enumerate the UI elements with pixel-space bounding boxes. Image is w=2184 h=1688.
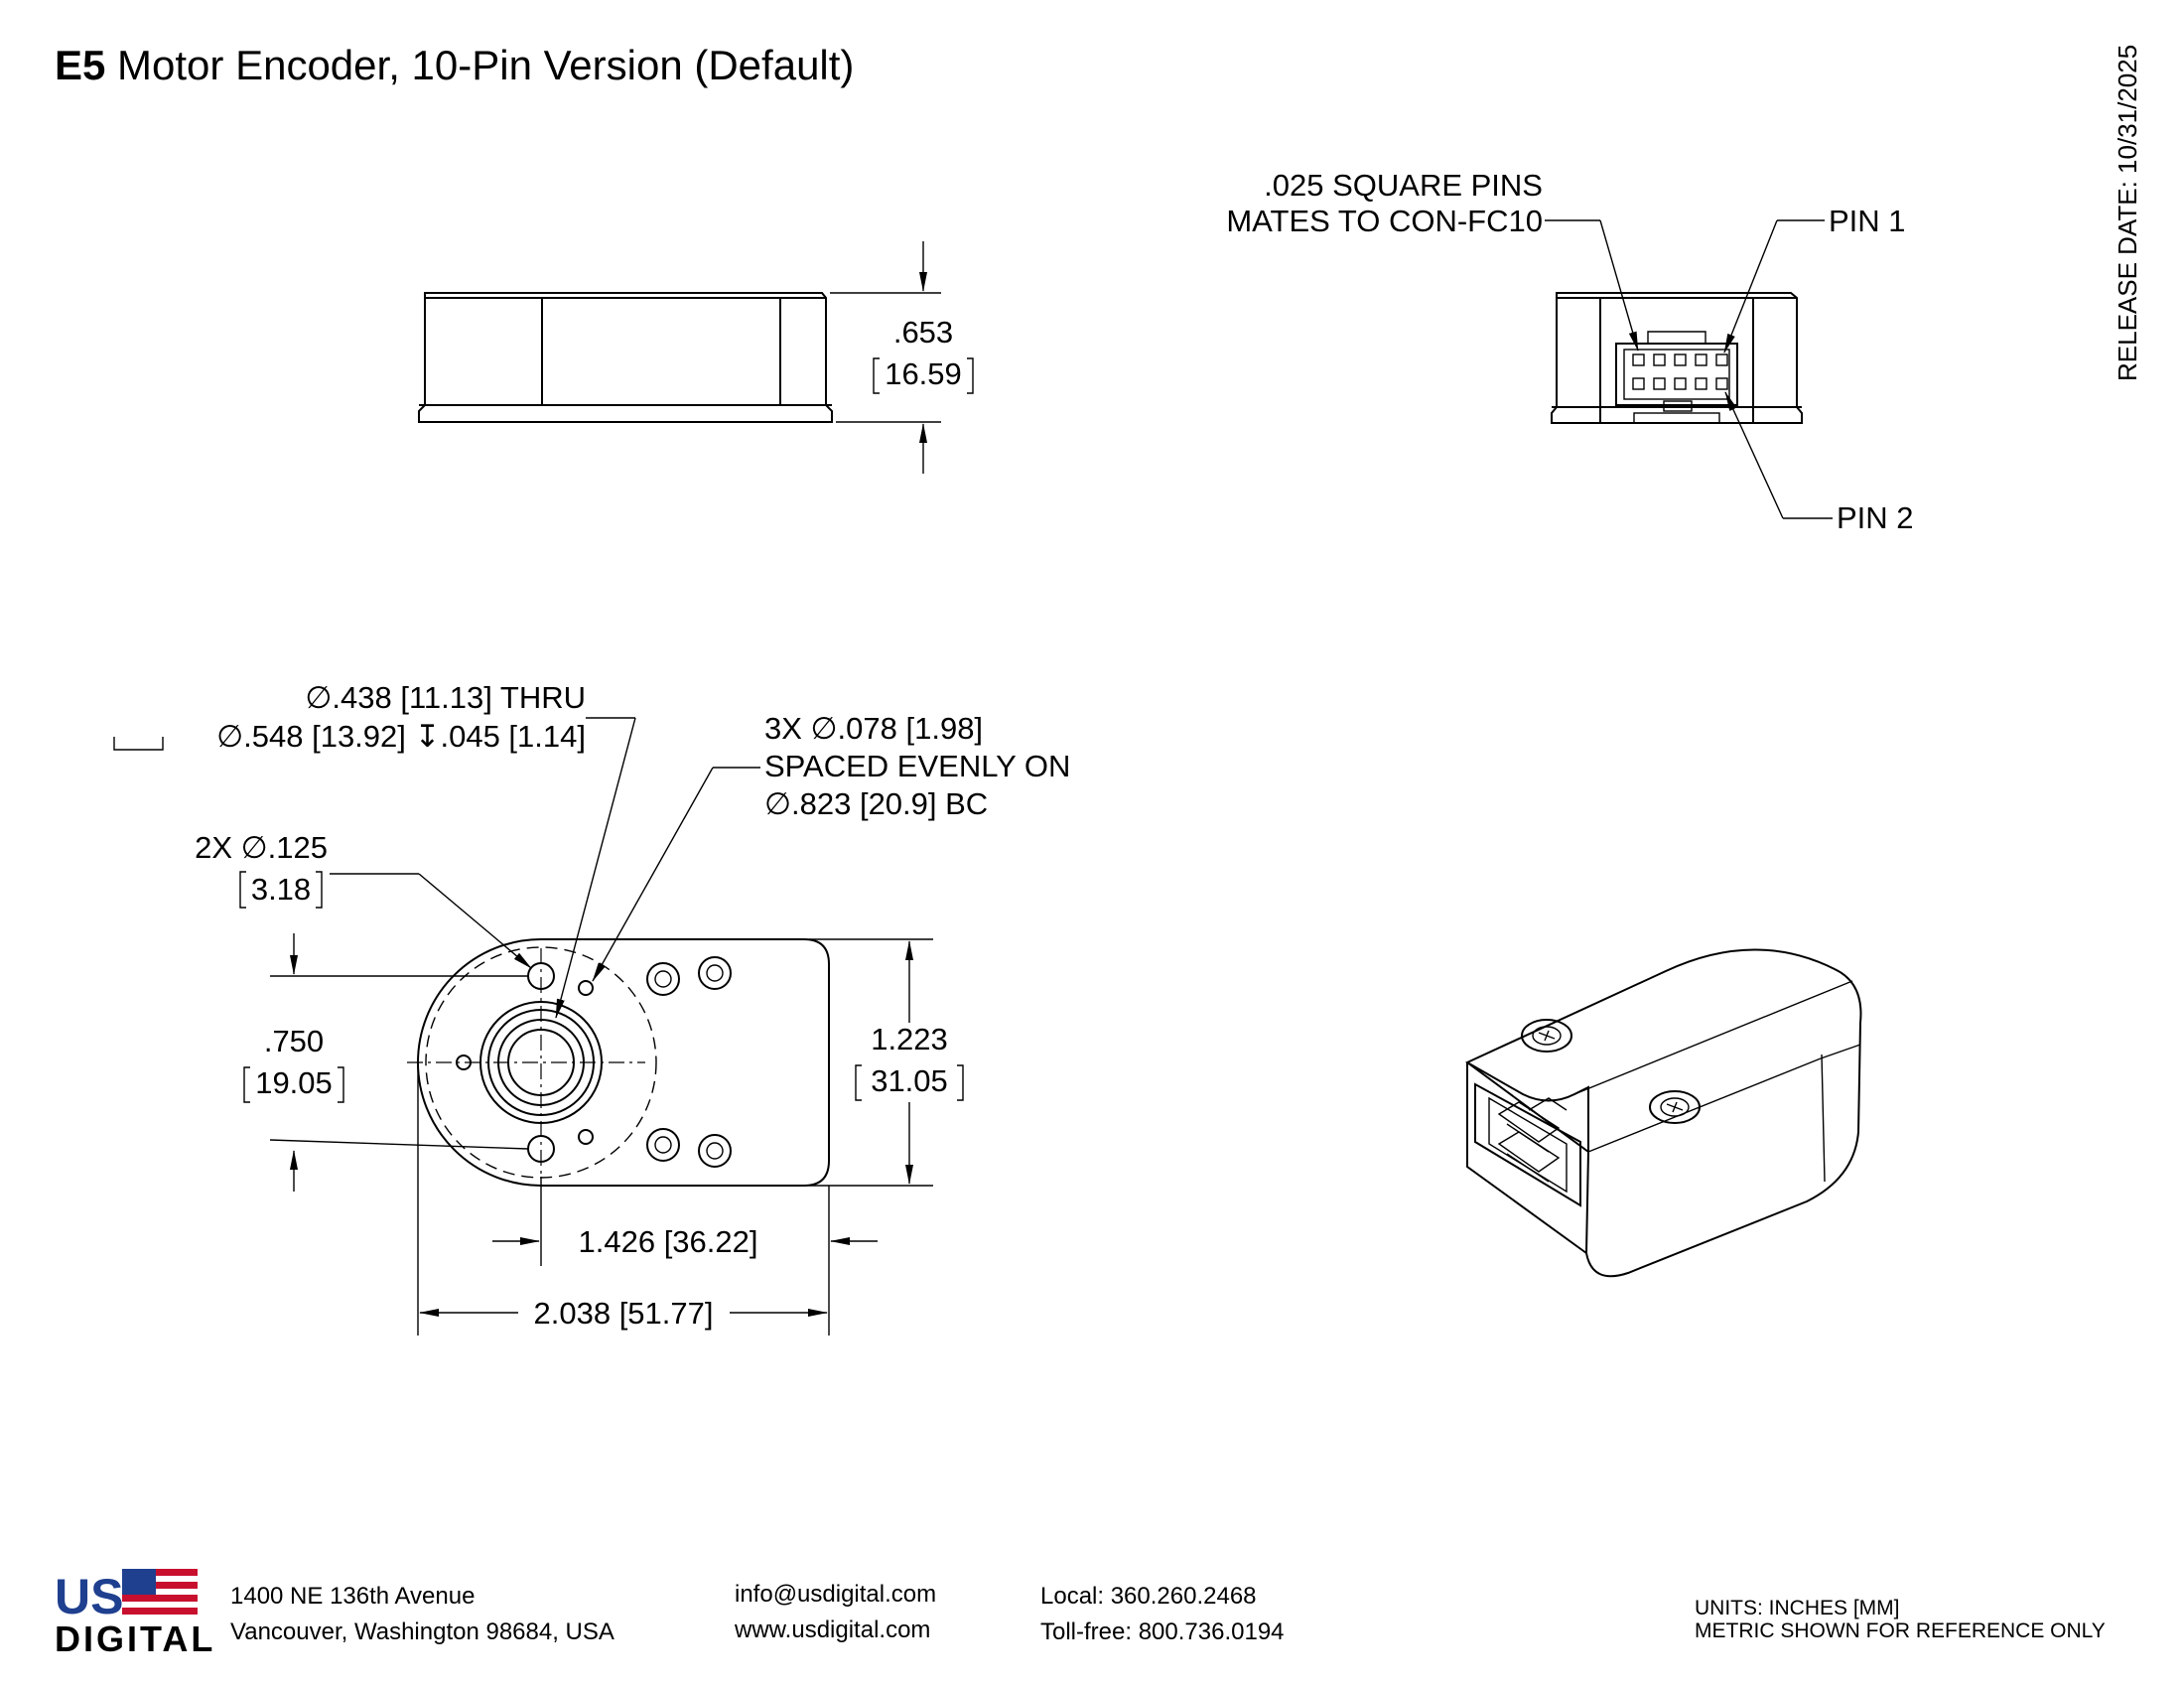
bore-callout-line1: ∅.438 [11.13] THRU bbox=[305, 680, 586, 715]
mount-holes-callout-line1: 2X ∅.125 bbox=[195, 830, 328, 865]
holes-callout-line1: 3X ∅.078 [1.98] bbox=[764, 711, 983, 746]
side-height-mm: 16.59 bbox=[885, 356, 962, 391]
pin2-label: PIN 2 bbox=[1837, 500, 1914, 535]
mount-holes-callout-line2: 3.18 bbox=[251, 872, 311, 907]
offset-dimension: 1.426 [36.22] bbox=[579, 1224, 758, 1259]
phone-tollfree: Toll-free: 800.736.0194 bbox=[1040, 1618, 1285, 1645]
units-line1: UNITS: INCHES [MM] bbox=[1695, 1597, 1900, 1619]
release-date: RELEASE DATE: 10/31/2025 bbox=[2113, 45, 2142, 381]
pins-note-line2: MATES TO CON-FC10 bbox=[1226, 204, 1543, 238]
isometric-view bbox=[1465, 948, 1862, 1278]
email-link[interactable]: info@usdigital.com bbox=[735, 1581, 937, 1608]
length-dimension: 2.038 [51.77] bbox=[534, 1296, 714, 1331]
pin-grid bbox=[1632, 353, 1728, 390]
footer-units: UNITS: INCHES [MM] METRIC SHOWN FOR REFE… bbox=[1695, 1597, 2106, 1642]
us-digital-logo: US DIGITAL bbox=[55, 1569, 215, 1659]
connector-end-view: .025 SQUARE PINS MATES TO CON-FC10 PIN 1… bbox=[1226, 168, 1913, 535]
top-view: ∅.438 [11.13] THRU ∅.548 [13.92] ↧.045 [… bbox=[113, 680, 1070, 1336]
flag-icon bbox=[122, 1569, 198, 1617]
model-name: E5 bbox=[55, 42, 106, 88]
page-title: E5 Motor Encoder, 10-Pin Version (Defaul… bbox=[55, 42, 854, 89]
website-link[interactable]: www.usdigital.com bbox=[735, 1617, 931, 1643]
shaft-bore bbox=[479, 1001, 603, 1124]
footer-phones: Local: 360.260.2468 Toll-free: 800.736.0… bbox=[1040, 1579, 1285, 1650]
side-height-in: .653 bbox=[893, 315, 953, 350]
side-view: .653 16.59 bbox=[418, 241, 974, 474]
title-description: Motor Encoder, 10-Pin Version (Default) bbox=[117, 42, 855, 88]
height-in: 1.223 bbox=[871, 1022, 948, 1056]
holes-callout-line3: ∅.823 [20.9] BC bbox=[764, 786, 988, 821]
spacing-in: .750 bbox=[264, 1024, 324, 1058]
screw-bosses bbox=[646, 956, 732, 1168]
address-line2: Vancouver, Washington 98684, USA bbox=[230, 1618, 614, 1645]
holes-callout-line2: SPACED EVENLY ON bbox=[764, 749, 1070, 783]
logo-text-us: US bbox=[55, 1569, 123, 1624]
phone-local: Local: 360.260.2468 bbox=[1040, 1583, 1257, 1610]
pin1-label: PIN 1 bbox=[1829, 204, 1906, 238]
footer-address: 1400 NE 136th Avenue Vancouver, Washingt… bbox=[230, 1579, 614, 1650]
height-mm: 31.05 bbox=[871, 1063, 948, 1098]
address-line1: 1400 NE 136th Avenue bbox=[230, 1583, 476, 1610]
units-line2: METRIC SHOWN FOR REFERENCE ONLY bbox=[1695, 1619, 2106, 1642]
bore-callout-line2: ∅.548 [13.92] ↧.045 [1.14] bbox=[216, 719, 586, 754]
spacing-mm: 19.05 bbox=[255, 1065, 333, 1100]
footer-contact: info@usdigital.com www.usdigital.com bbox=[735, 1577, 936, 1648]
pins-note-line1: .025 SQUARE PINS bbox=[1264, 168, 1543, 203]
logo-text-digital: DIGITAL bbox=[55, 1618, 215, 1659]
